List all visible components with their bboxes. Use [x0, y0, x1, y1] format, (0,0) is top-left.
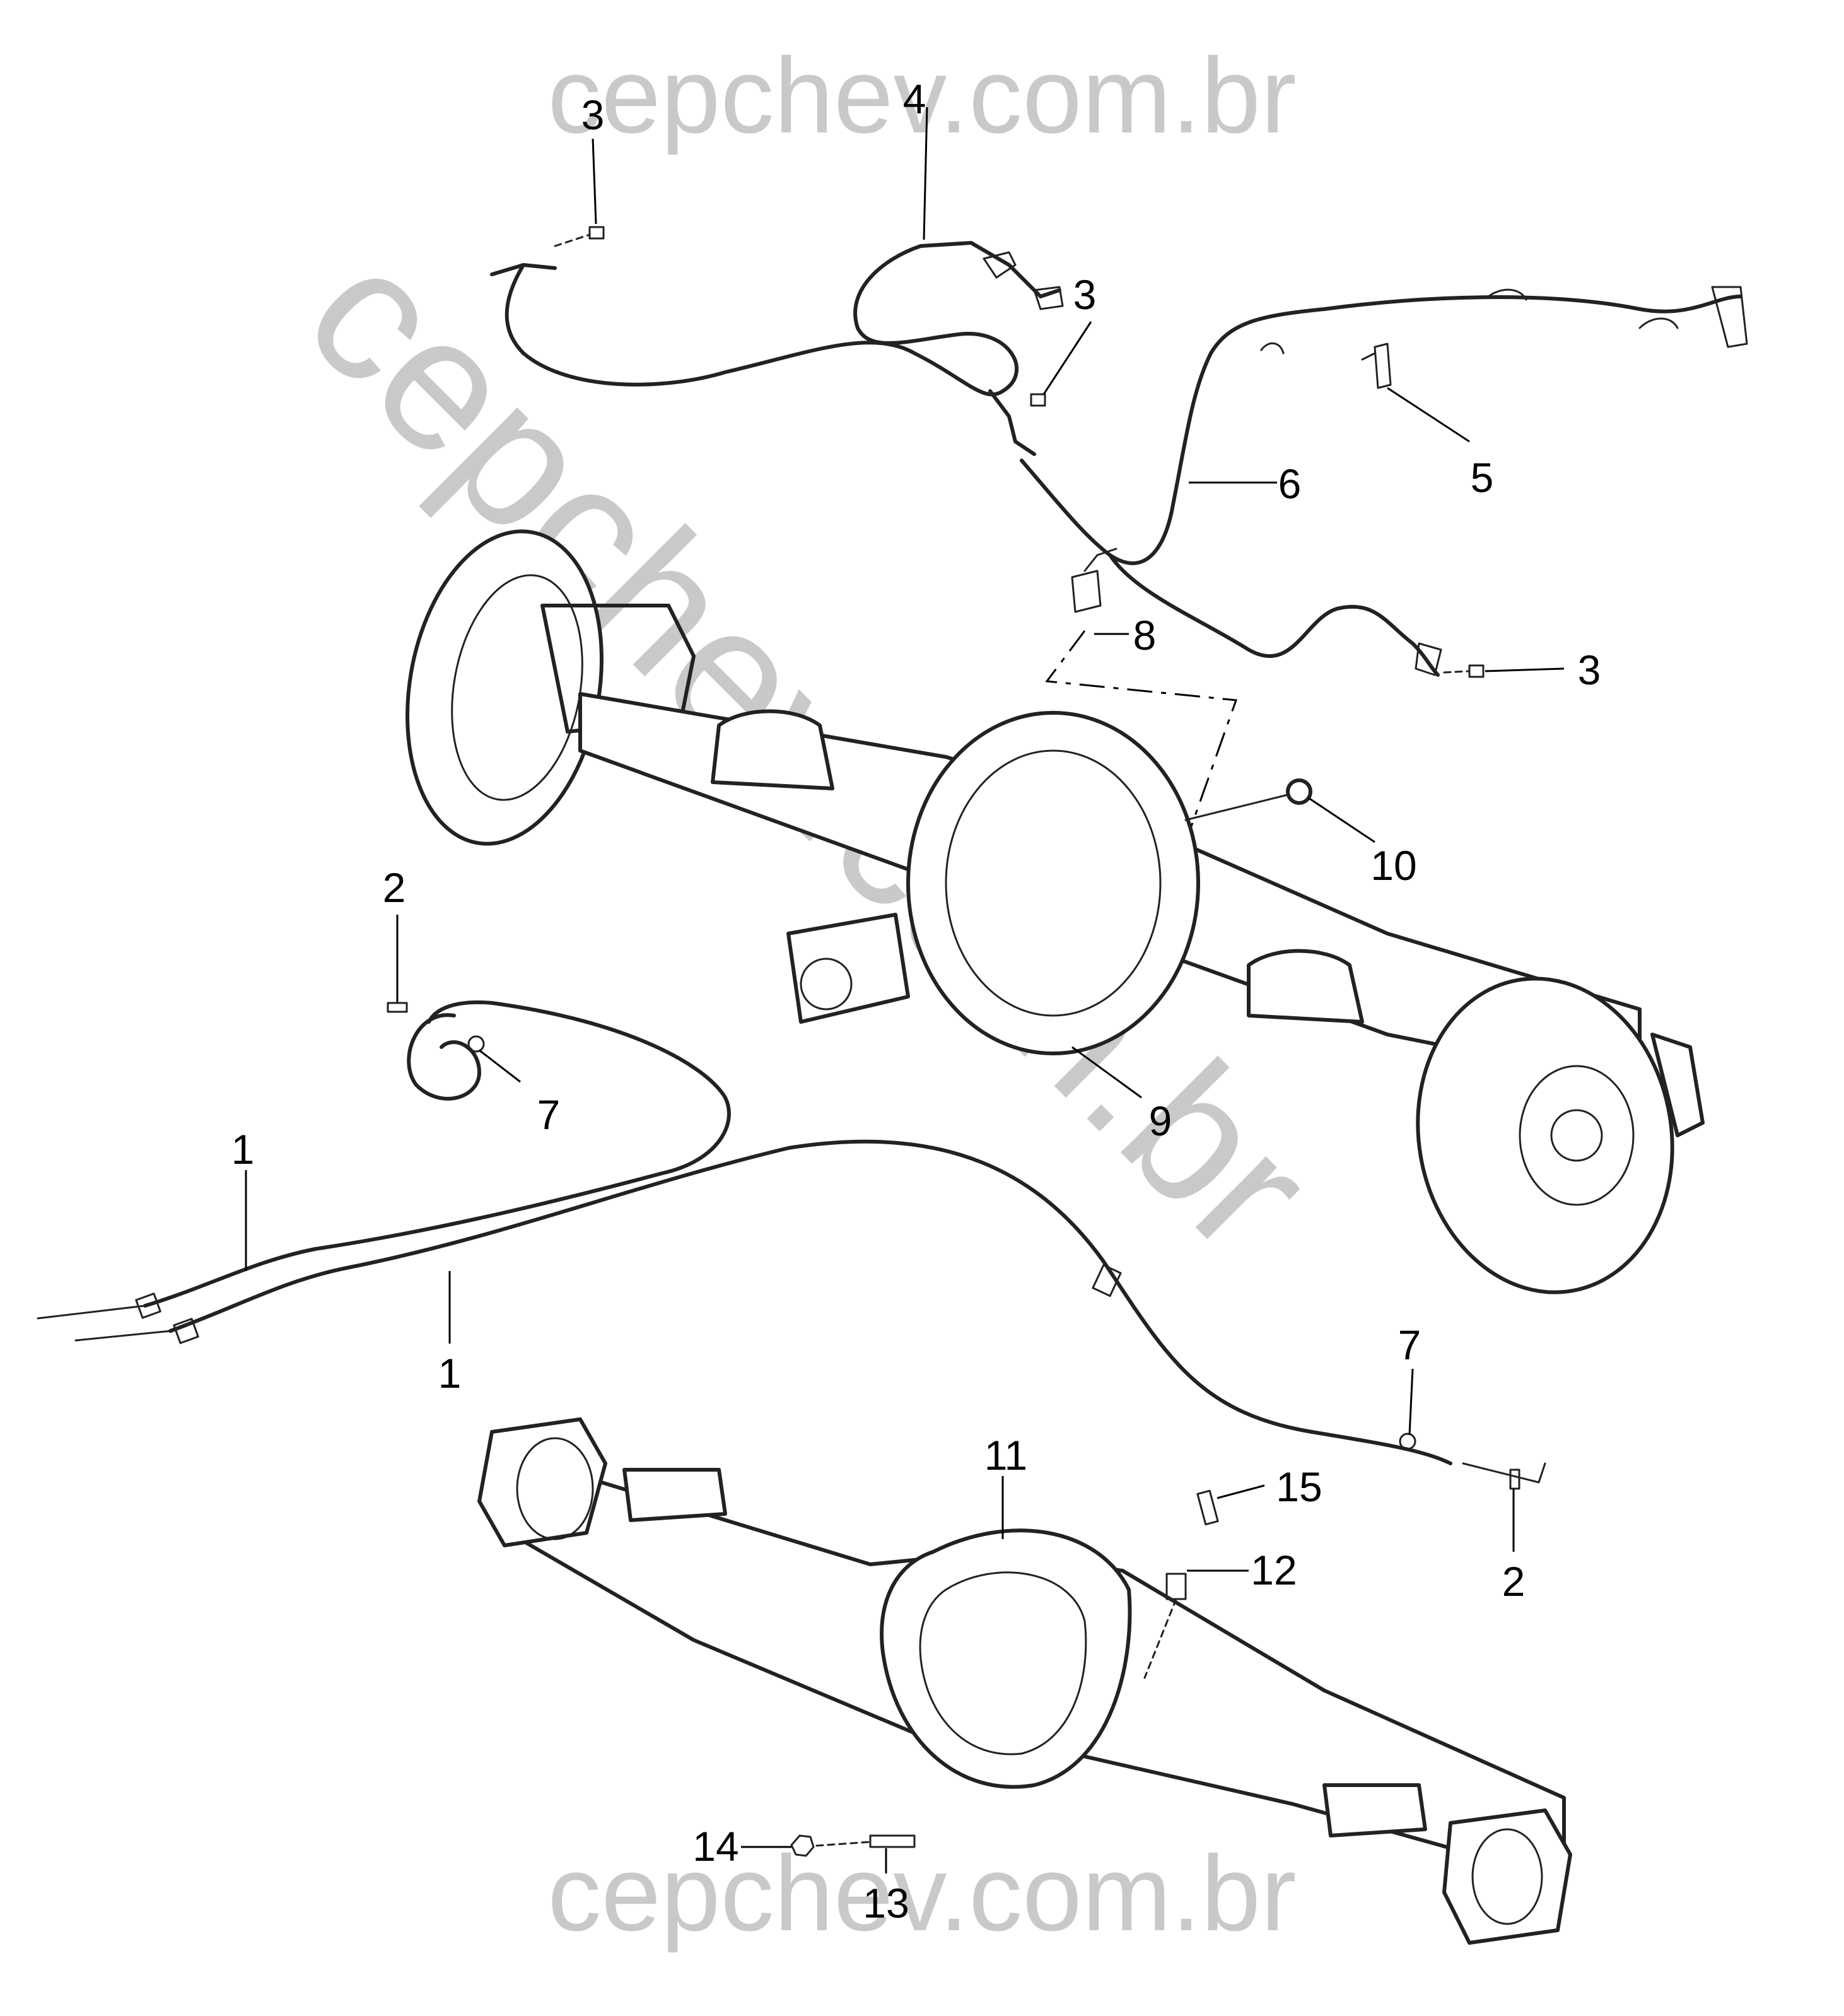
callout-12: 12 [1251, 1547, 1297, 1593]
bolt-3-top [554, 226, 605, 247]
clip-7-left [467, 1035, 485, 1053]
callout-7-right: 7 [1398, 1322, 1421, 1368]
callout-8: 8 [1133, 612, 1157, 659]
callout-14: 14 [692, 1823, 738, 1870]
watermark-top: cepchev.com.br [547, 36, 1296, 156]
pin-15 [1196, 1489, 1219, 1526]
callout-2-right: 2 [1502, 1558, 1526, 1605]
vent-10 [1184, 778, 1312, 821]
bolt-3-right [1443, 664, 1485, 678]
bolt-2-left [387, 1002, 408, 1013]
callout-7-left: 7 [537, 1091, 561, 1138]
callout-3-right: 3 [1578, 647, 1601, 693]
callout-13: 13 [863, 1880, 909, 1926]
callout-labels: 3 4 3 6 5 8 3 10 9 2 7 1 1 7 15 11 12 2 … [231, 76, 1601, 1926]
callout-1-lower: 1 [438, 1350, 462, 1397]
callout-2-left: 2 [383, 864, 406, 911]
callout-6: 6 [1278, 460, 1302, 507]
bolt-3-middle [1030, 393, 1046, 407]
parking-brake-cables-1 [37, 1000, 1546, 1484]
clip-7-right [1399, 1433, 1416, 1450]
callout-5: 5 [1471, 454, 1494, 501]
stud-13 [869, 1834, 916, 1848]
axle-housing-11 [477, 1417, 1572, 1945]
callout-11: 11 [984, 1432, 1028, 1479]
nut-14 [790, 1834, 872, 1857]
wiring-harness-6 [1020, 286, 1748, 677]
leader-lines [245, 107, 1565, 1873]
watermark-bottom: cepchev.com.br [547, 1834, 1296, 1954]
wiring-harness-4 [490, 241, 1064, 456]
callout-9: 9 [1149, 1098, 1172, 1144]
rear-axle-assembly-9 [406, 529, 1705, 1294]
clip-5 [1361, 343, 1392, 389]
connector-8 [1071, 548, 1117, 613]
callout-10: 10 [1370, 842, 1416, 889]
callout-3-middle: 3 [1073, 271, 1097, 318]
callout-15: 15 [1276, 1463, 1322, 1510]
bolt-2-right [1509, 1468, 1520, 1490]
callout-1-upper: 1 [231, 1126, 255, 1173]
callout-4: 4 [903, 76, 926, 122]
callout-3-top: 3 [581, 91, 605, 138]
reference-line-8 [1045, 630, 1238, 896]
plug-12 [1143, 1573, 1187, 1679]
